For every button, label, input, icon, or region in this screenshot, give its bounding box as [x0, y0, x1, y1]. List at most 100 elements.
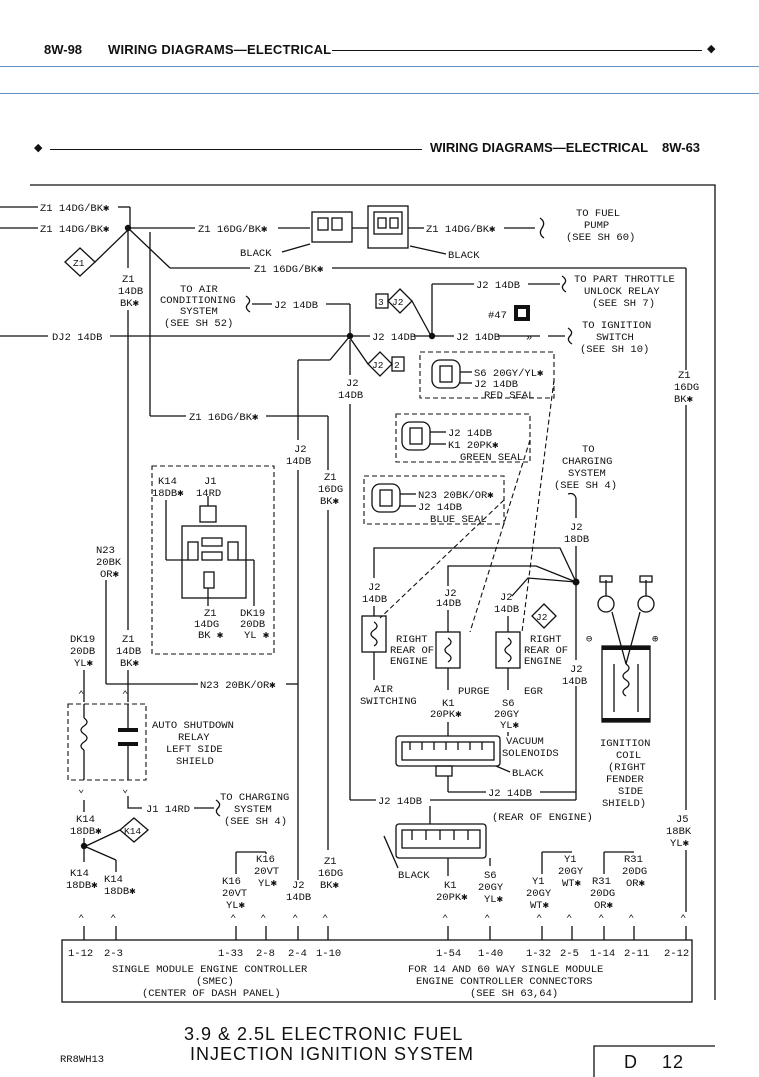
wire-label-j2-sol2-1: J2 [444, 588, 457, 600]
wire-segment [373, 211, 403, 235]
wire-segment [428, 332, 436, 340]
splice-s6-2: J2 14DB [474, 379, 518, 391]
wire-label-j2-down-2: 14DB [338, 390, 363, 402]
badge-j2-label: J2 [392, 297, 404, 308]
wire-segment [518, 309, 526, 317]
wire-label-r31-a-2: 20DG [590, 888, 615, 900]
badge-j2-num: 3 [378, 297, 384, 308]
sol1-loc-2: REAR OF [390, 645, 434, 657]
wire-segment [401, 741, 495, 761]
wire-label-z1-left-3: BK✱ [120, 658, 140, 670]
header-rule [50, 149, 422, 150]
wire-segment [391, 356, 405, 372]
wire-label-r31-a-3: OR✱ [594, 900, 614, 912]
wire-segment [281, 243, 311, 253]
pin-1-33: 1-33 [218, 948, 243, 960]
diagram-label: ⌃ [566, 914, 572, 926]
wire-segment [409, 742, 483, 750]
wire-label-dk19-left-2: 20DB [70, 646, 95, 658]
wire-label-j5-2: 18BK [666, 826, 692, 838]
sheet-letter: D [624, 1052, 638, 1072]
coil-label-4: FENDER [606, 774, 645, 786]
badge-z1 [64, 247, 96, 277]
wire-segment [622, 663, 630, 697]
wire-label-k16-a-3: YL✱ [226, 900, 246, 912]
wire-label-k14-a-2: 18DB✱ [66, 880, 98, 892]
wire-label-j2-mid1: J2 14DB [372, 332, 416, 344]
wire-segment [331, 217, 343, 231]
dest-charging-3: SYSTEM [568, 468, 606, 480]
splice-k1-2: K1 20PK✱ [448, 440, 499, 452]
solenoid-air-switching [361, 615, 387, 653]
wire-label-z1-16dg: Z1 16DG/BK✱ [189, 412, 259, 424]
previous-page-header: 8W-98 WIRING DIAGRAMS—ELECTRICAL ◆ [0, 0, 759, 70]
wire-segment [401, 421, 431, 451]
diagram-label: ⌃ [292, 914, 298, 926]
wire-segment [602, 646, 650, 650]
diagram-label: ⌃ [78, 914, 84, 926]
wire-label-k16-a-1: K16 [222, 876, 241, 888]
badge-j2-2-label: J2 [372, 360, 384, 371]
pin-2-3: 2-3 [104, 948, 123, 960]
wire-segment [504, 637, 512, 663]
wire-segment [329, 335, 351, 361]
relay-dk19-1: DK19 [240, 608, 265, 620]
wire-segment [637, 595, 655, 613]
wire-segment [83, 845, 117, 861]
coil-plus-icon: ⊕ [652, 634, 658, 646]
wire-segment [597, 595, 615, 613]
conn-line-1: FOR 14 AND 60 WAY SINGLE MODULE [408, 964, 603, 976]
wire-label-j5-1: J5 [676, 814, 689, 826]
label-solenoids: SOLENOIDS [502, 748, 559, 760]
wire-label-k1-1: K1 [442, 698, 455, 710]
wire-label-j2-c-2: 14DB [286, 892, 311, 904]
wire-label-z1-a: Z1 14DG/BK✱ [40, 203, 110, 215]
dest-throttle-2: UNLOCK RELAY [584, 286, 660, 298]
wire-label-r31-b-1: R31 [624, 854, 643, 866]
relay-z1-2: 14DG [194, 619, 219, 631]
wire-label-j2-down2-1: J2 [294, 444, 307, 456]
relay-dk19-3: YL ✱ [244, 630, 270, 642]
badge-k14-label: K14 [124, 826, 141, 837]
page-divider [0, 93, 759, 94]
wire-segment [379, 489, 393, 507]
asd-label-3: LEFT SIDE [166, 744, 223, 756]
wire-label-z1-vert2-1: Z1 [324, 472, 337, 484]
wire-label-y1-a-2: 20GY [526, 888, 552, 900]
wire-label-k16-a-2: 20VT [222, 888, 247, 900]
diagram-label: ⌃ [680, 914, 686, 926]
diagram-label: ⌃ [536, 914, 542, 926]
badge-z1-label: Z1 [73, 258, 85, 269]
wire-segment [215, 799, 221, 817]
diagram-label: ⌃ [322, 914, 328, 926]
wire-segment [127, 796, 142, 809]
wire-segment [349, 337, 369, 365]
wire-segment [187, 541, 199, 561]
wire-segment [439, 365, 453, 383]
header-diamond-icon: ◆ [707, 43, 716, 55]
diagram-label: » [526, 332, 532, 344]
wire-segment [611, 611, 627, 665]
coil-label-1: IGNITION [600, 738, 650, 750]
dest-charging2-3: (SEE SH 4) [224, 816, 287, 828]
wire-label-z1-c-2: 16DG [318, 868, 343, 880]
pin-2-4: 2-4 [288, 948, 307, 960]
relay-k14-2: 18DB✱ [152, 488, 184, 500]
wire-label-s6-2: 20GY [494, 709, 520, 721]
wire-label-r31-a-1: R31 [592, 876, 611, 888]
wire-segment [94, 229, 129, 263]
wire-segment [379, 499, 505, 619]
wire-segment [203, 571, 215, 589]
lower-connector [395, 823, 487, 859]
relay-j1-1: J1 [204, 476, 217, 488]
wire-label-k14-top-1: K14 [76, 814, 95, 826]
pin-1-40: 1-40 [478, 948, 503, 960]
wire-label-j2-sol3-2: 14DB [494, 604, 519, 616]
pin-1-32: 1-32 [526, 948, 551, 960]
wire-label-j2-ac: J2 14DB [274, 300, 318, 312]
wire-segment [431, 359, 461, 389]
wire-label-y1-a-1: Y1 [532, 876, 545, 888]
wire-label-s6-b-1: S6 [484, 870, 497, 882]
wire-segment [409, 427, 423, 445]
